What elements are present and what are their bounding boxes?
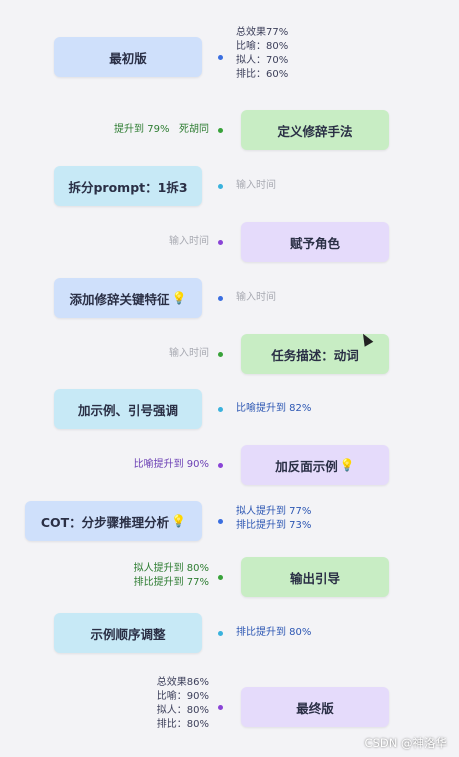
cot-notes: 拟人提升到 77% 排比提升到 73% (236, 505, 311, 533)
node-cot: COT：分步骤推理分析💡 (25, 501, 202, 541)
node-label: 最终版 (296, 700, 334, 716)
connector-dot (218, 296, 223, 301)
stat-metaphor: 比喻：80% (236, 41, 289, 52)
improve-note: 比喻提升到 90% (133, 459, 209, 470)
stat-metaphor: 比喻：90% (156, 691, 209, 702)
improve-note: 提升到 79% (114, 124, 170, 135)
lightbulb-icon: 💡 (171, 514, 187, 528)
node-negative-examples: 加反面示例💡 (241, 445, 389, 485)
connector-dot (218, 352, 223, 357)
input-time-note: 输入时间 (236, 180, 276, 191)
node-label: COT：分步骤推理分析 (40, 514, 170, 530)
connector-dot (218, 575, 223, 580)
final-stats: 总效果86% 比喻：90% 拟人：80% 排比：80% (157, 676, 209, 732)
watermark: CSDN @神洛华 (364, 736, 447, 750)
node-label: 拆分prompt：1拆3 (68, 179, 188, 195)
connector-dot (218, 705, 223, 710)
stat-total: 总效果86% (156, 677, 209, 688)
connector-dot (218, 128, 223, 133)
connector-dot (218, 240, 223, 245)
node-initial-version: 最初版 (54, 37, 202, 77)
connector-dot (218, 463, 223, 468)
stat-parallelism: 排比：80% (156, 719, 209, 730)
node-label: 加反面示例 (275, 458, 338, 474)
node-label: 定义修辞手法 (277, 123, 353, 139)
node-reorder-examples: 示例顺序调整 (54, 613, 202, 653)
lightbulb-icon: 💡 (171, 291, 187, 305)
connector-dot (218, 55, 223, 60)
node-label: 添加修辞关键特征 (69, 291, 170, 307)
dead-end-note: 死胡同 (179, 124, 209, 135)
node-final-version: 最终版 (241, 687, 389, 727)
improve-note: 拟人提升到 77% (236, 506, 312, 517)
node-label: 赋予角色 (289, 235, 340, 251)
node-assign-role: 赋予角色 (241, 222, 389, 262)
stat-parallelism: 排比：60% (236, 69, 289, 80)
improve-note: 比喻提升到 82% (236, 403, 312, 414)
node-define-rhetoric: 定义修辞手法 (241, 110, 389, 150)
connector-dot (218, 184, 223, 189)
improve-note: 拟人提升到 80% (133, 563, 209, 574)
node-label: 加示例、引号强调 (77, 402, 178, 418)
connector-dot (218, 519, 223, 524)
note-row2: 提升到 79% 死胡同 (114, 123, 209, 137)
input-time-note: 输入时间 (169, 348, 209, 359)
lightbulb-icon: 💡 (339, 458, 355, 472)
node-label: 最初版 (109, 50, 147, 66)
input-time-note: 输入时间 (169, 236, 209, 247)
connector-dot (218, 631, 223, 636)
improve-note: 排比提升到 77% (133, 577, 209, 588)
stat-total: 总效果77% (236, 27, 289, 38)
output-notes: 拟人提升到 80% 排比提升到 77% (134, 562, 209, 590)
stat-personification: 拟人：80% (156, 705, 209, 716)
improve-note: 排比提升到 80% (236, 627, 312, 638)
node-split-prompt: 拆分prompt：1拆3 (54, 166, 202, 206)
input-time-note: 输入时间 (236, 292, 276, 303)
node-add-features: 添加修辞关键特征💡 (54, 278, 202, 318)
improve-note: 排比提升到 73% (236, 520, 312, 531)
node-label: 任务描述：动词 (271, 347, 359, 363)
node-label: 示例顺序调整 (90, 626, 166, 642)
connector-dot (218, 407, 223, 412)
initial-stats: 总效果77% 比喻：80% 拟人：70% 排比：60% (236, 26, 288, 82)
stat-personification: 拟人：70% (236, 55, 289, 66)
node-add-examples: 加示例、引号强调 (54, 389, 202, 429)
node-task-verb: 任务描述：动词 (241, 334, 389, 374)
node-output-guide: 输出引导 (241, 557, 389, 597)
node-label: 输出引导 (289, 570, 340, 586)
